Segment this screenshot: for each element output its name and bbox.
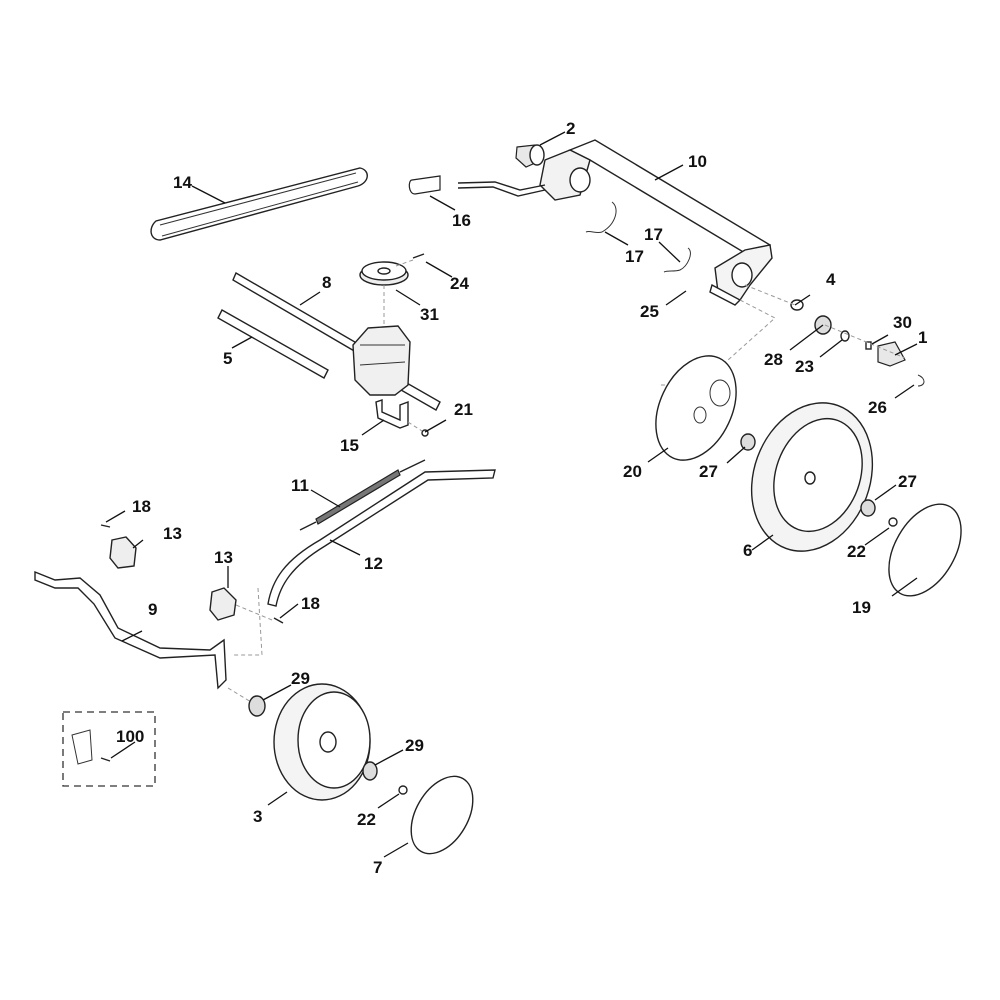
callout-100[interactable]: 100 [116,727,144,746]
callout-29b[interactable]: 29 [405,736,424,755]
callout-12[interactable]: 12 [364,554,383,573]
callout-29a[interactable]: 29 [291,669,310,688]
callout-22a[interactable]: 22 [357,810,376,829]
wheel-cover-disc-part[interactable] [640,343,752,473]
bearing-part[interactable] [362,761,378,781]
bearing-part[interactable] [248,695,266,717]
callout-10[interactable]: 10 [688,152,707,171]
callout-6[interactable]: 6 [743,541,752,560]
callout-2[interactable]: 2 [566,119,575,138]
callout-5[interactable]: 5 [223,349,232,368]
callout-24[interactable]: 24 [450,274,469,293]
key-part[interactable] [865,341,872,350]
bearing-bracket-part[interactable] [109,536,137,569]
callout-4[interactable]: 4 [826,270,836,289]
gearbox-part[interactable] [352,325,411,396]
callout-31[interactable]: 31 [420,305,439,324]
e-clip-part[interactable] [917,374,925,387]
leader-lines [105,131,918,858]
rear-axle-lever-part[interactable] [539,139,773,306]
callout-3[interactable]: 3 [253,807,262,826]
kit-part [71,729,111,765]
callout-28[interactable]: 28 [764,350,783,369]
bearing-bracket-part[interactable] [209,587,237,621]
front-axle-part[interactable] [34,570,227,690]
callout-26[interactable]: 26 [868,398,887,417]
rear-hubcap-part[interactable] [874,492,976,609]
spring-clip-part[interactable] [585,201,617,234]
pinion-part[interactable] [877,341,906,367]
v-belt-part[interactable] [150,167,368,241]
callout-20[interactable]: 20 [623,462,642,481]
callout-30[interactable]: 30 [893,313,912,332]
handle-grip-part[interactable] [408,175,546,197]
tension-spring-part[interactable] [299,459,426,531]
callout-17a[interactable]: 17 [625,247,644,266]
callout-11[interactable]: 11 [291,476,309,495]
pulley-part[interactable] [359,261,409,286]
front-wheel-part[interactable] [273,683,371,801]
bearing-part[interactable] [860,499,876,517]
callout-25[interactable]: 25 [640,302,659,321]
callout-17b[interactable]: 17 [644,225,663,244]
bracket-part[interactable] [375,399,409,429]
rod-part[interactable] [217,309,329,379]
screw-part[interactable] [100,524,111,528]
callout-1[interactable]: 1 [918,328,927,347]
pin-part[interactable] [412,253,425,259]
kit-box[interactable] [62,711,156,787]
callout-13b[interactable]: 13 [214,548,233,567]
front-hubcap-part[interactable] [398,766,485,865]
callout-27a[interactable]: 27 [699,462,718,481]
callout-14[interactable]: 14 [173,173,192,192]
spring-clip-part[interactable] [663,247,691,273]
callout-18b[interactable]: 18 [301,594,320,613]
callout-22b[interactable]: 22 [847,542,866,561]
callout-8[interactable]: 8 [322,273,331,292]
callout-19[interactable]: 19 [852,598,871,617]
nut-part[interactable] [888,517,898,527]
callout-7[interactable]: 7 [373,858,382,877]
callout-21[interactable]: 21 [454,400,473,419]
screw-part[interactable] [273,617,284,624]
callout-13a[interactable]: 13 [163,524,182,543]
rod-12-part[interactable] [267,469,496,607]
rear-wheel-part[interactable] [732,386,893,569]
callout-27b[interactable]: 27 [898,472,917,491]
callout-15[interactable]: 15 [340,436,359,455]
nut-part[interactable] [398,785,408,795]
washer-part[interactable] [790,299,804,311]
bearing-part[interactable] [740,433,756,451]
callout-16[interactable]: 16 [452,211,471,230]
o-ring-part[interactable] [840,330,850,342]
pinion-top-part[interactable] [515,144,545,168]
callout-18a[interactable]: 18 [132,497,151,516]
callout-23[interactable]: 23 [795,357,814,376]
callout-9[interactable]: 9 [148,600,157,619]
